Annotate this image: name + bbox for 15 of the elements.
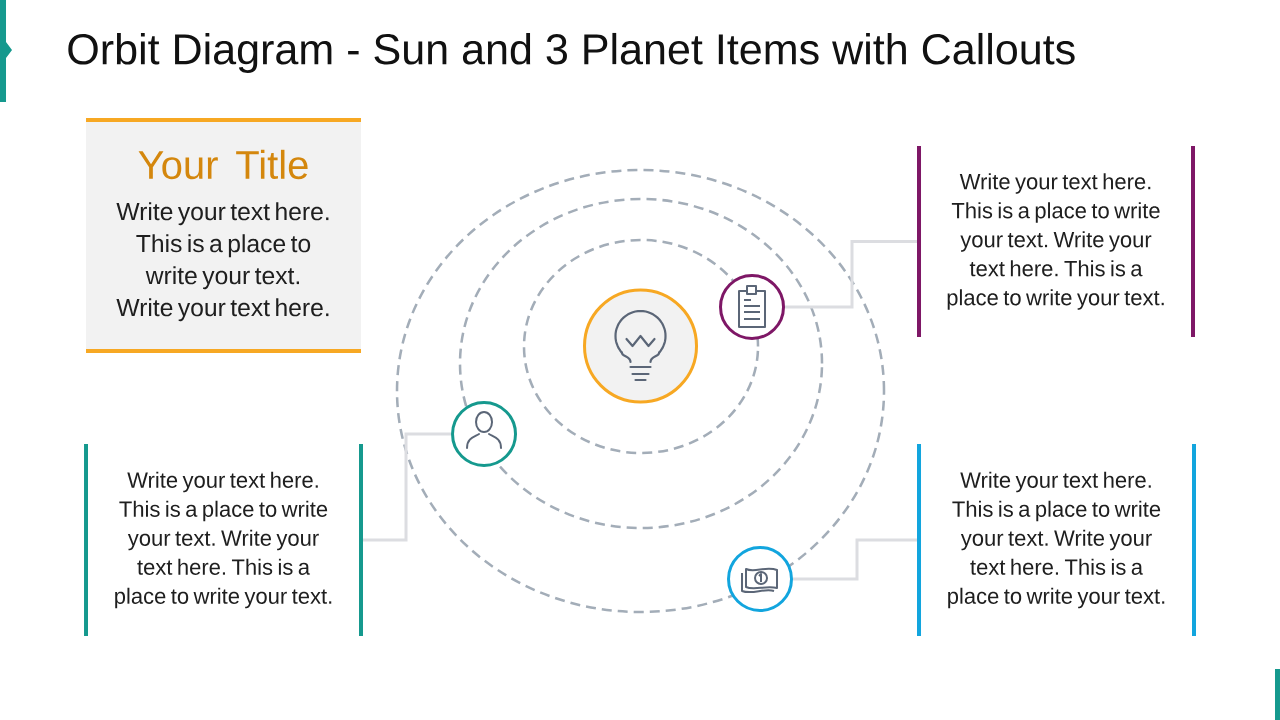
slide-title: Orbit Diagram - Sun and 3 Planet Items with Callouts: [68, 32, 1075, 74]
planet-circle: [451, 401, 517, 467]
planet-circle: [719, 274, 785, 340]
planet-circle: [727, 546, 793, 612]
text-callout: Write your text here. This is a place to write your text. Write your text here. This is a place to write your text.: [84, 444, 363, 636]
node-label: Write your text here. This is a place to write your text. Write your text here. This is a place to write your text.: [948, 471, 1165, 609]
node-label: Write your text here. This is a place to write your text. Write your text here. This is a place to write your text.: [115, 471, 332, 609]
leader-line: [363, 432, 451, 542]
leader-line: [785, 240, 917, 309]
text-callout: Write your text here. This is a place to write your text. Write your text here. This is a place to write your text.: [917, 146, 1195, 337]
sun-circle: [583, 288, 698, 404]
node-label: Write your text here. This is a place to write your text. Write your text here. This is a place to write your text.: [947, 173, 1164, 310]
title-card: Your Title Write your text here. This is a place to write your text. Write your text here.: [86, 118, 361, 353]
leader-line: [793, 538, 917, 581]
text-callout: Write your text here. This is a place to write your text. Write your text here. This is a place to write your text.: [917, 444, 1196, 636]
